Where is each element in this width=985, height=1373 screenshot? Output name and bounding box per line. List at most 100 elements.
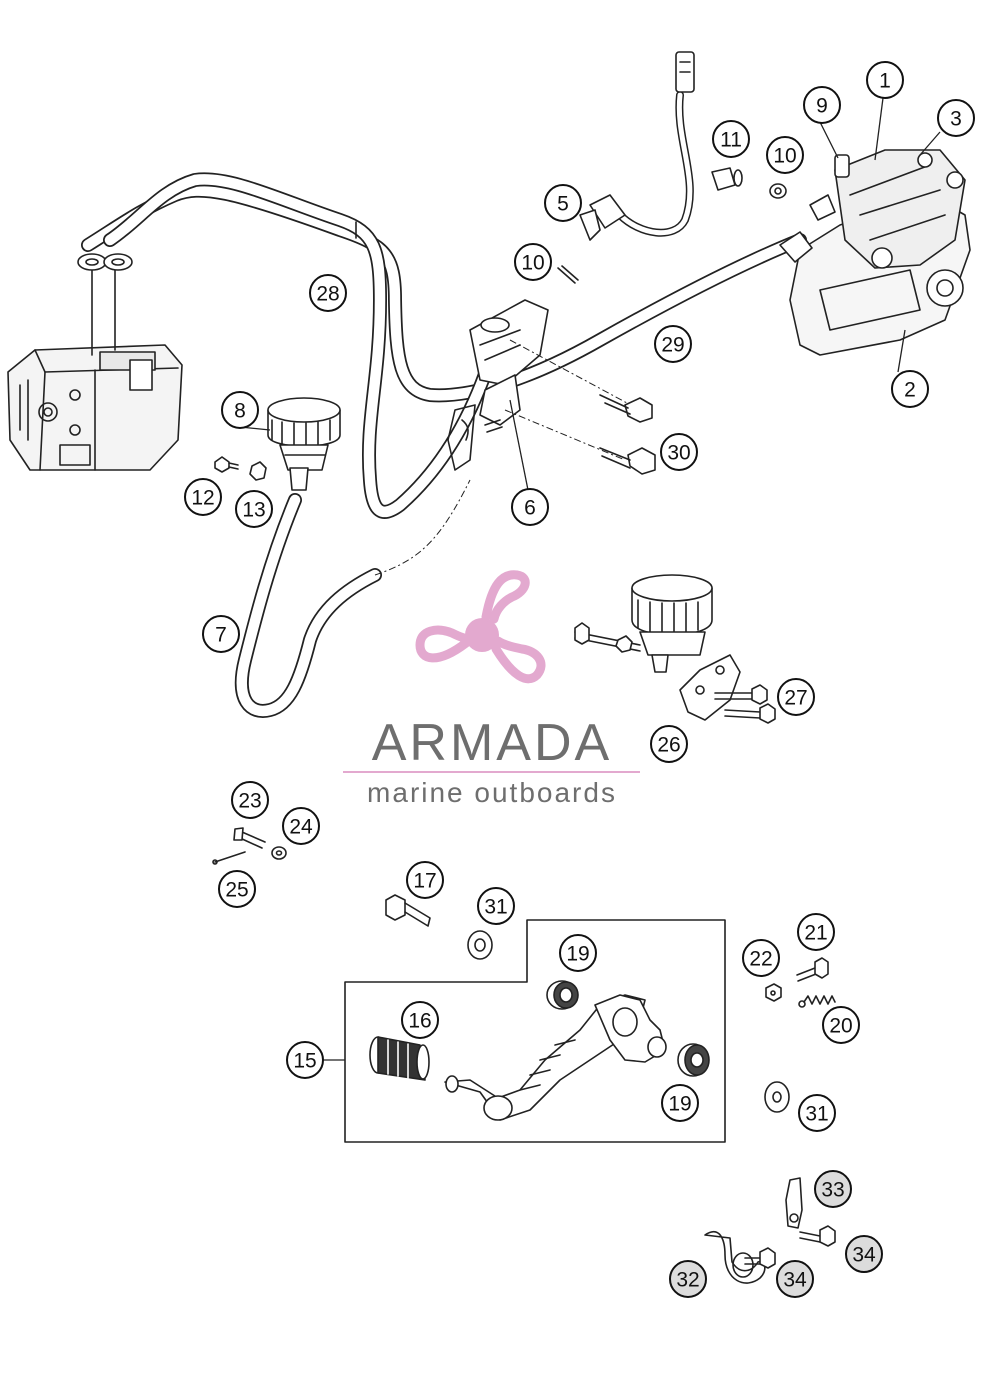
callout-29: 29 <box>654 325 692 363</box>
callout-33: 33 <box>814 1170 852 1208</box>
watermark-brand: ARMADA <box>372 714 612 772</box>
callout-26: 26 <box>650 725 688 763</box>
svg-text:23: 23 <box>238 790 261 813</box>
callout-25: 25 <box>218 870 256 908</box>
svg-text:31: 31 <box>484 896 507 919</box>
callout-10-mid: 10 <box>514 243 552 281</box>
rear-reservoir-bracket-26 <box>574 574 741 721</box>
svg-text:3: 3 <box>950 108 962 131</box>
reservoir-hose-7 <box>234 479 471 718</box>
bolts-27 <box>714 684 776 724</box>
svg-text:13: 13 <box>242 499 265 522</box>
washer-24 <box>271 846 287 860</box>
callout-5: 5 <box>544 184 582 222</box>
pedal-kit-box <box>344 919 726 1143</box>
svg-text:21: 21 <box>804 922 827 945</box>
callout-6: 6 <box>511 488 549 526</box>
svg-text:33: 33 <box>821 1179 844 1202</box>
callout-22: 22 <box>742 939 780 977</box>
svg-text:29: 29 <box>661 334 684 357</box>
nut-22 <box>765 983 782 1002</box>
svg-text:19: 19 <box>668 1093 691 1116</box>
callout-12: 12 <box>184 478 222 516</box>
callout-27: 27 <box>777 678 815 716</box>
svg-text:10: 10 <box>773 145 796 168</box>
svg-text:34: 34 <box>852 1244 876 1267</box>
svg-text:1: 1 <box>879 70 891 93</box>
bolt-34-left <box>744 1247 776 1269</box>
callout-34-right: 34 <box>845 1235 883 1273</box>
bolt-21 <box>796 957 829 982</box>
callout-2: 2 <box>891 370 929 408</box>
callout-9: 9 <box>803 86 841 124</box>
abs-hose-fittings <box>77 253 133 356</box>
pin-23 <box>233 827 266 849</box>
bolt-12 <box>214 456 239 473</box>
bleed-cap-11 <box>711 167 743 191</box>
clip-33 <box>785 1177 803 1229</box>
callout-31-upper: 31 <box>477 887 515 925</box>
brake-fluid-reservoir-8 <box>267 397 341 491</box>
svg-text:25: 25 <box>225 879 248 902</box>
svg-text:26: 26 <box>657 734 680 757</box>
callout-32: 32 <box>669 1260 707 1298</box>
svg-text:17: 17 <box>413 870 436 893</box>
brake-pedal <box>444 994 667 1121</box>
pin-10-mid <box>557 265 579 284</box>
callout-8: 8 <box>221 391 259 429</box>
svg-text:7: 7 <box>215 624 227 647</box>
bolt-30-upper <box>509 339 653 423</box>
svg-text:16: 16 <box>408 1010 431 1033</box>
brake-caliper-assembly <box>779 149 971 356</box>
svg-text:27: 27 <box>784 687 807 710</box>
svg-text:6: 6 <box>524 497 536 520</box>
callout-30: 30 <box>660 433 698 471</box>
svg-text:9: 9 <box>816 95 828 118</box>
armada-logo <box>415 570 546 684</box>
callout-1: 1 <box>866 61 904 99</box>
svg-text:31: 31 <box>805 1103 828 1126</box>
svg-text:30: 30 <box>667 442 690 465</box>
washer-31-lower <box>764 1081 790 1113</box>
bearing-19-lower <box>677 1043 710 1077</box>
svg-text:12: 12 <box>191 487 214 510</box>
watermark-tagline: marine outboards <box>367 777 617 808</box>
callout-28: 28 <box>309 274 347 312</box>
washer-10-top <box>769 183 787 199</box>
callout-17: 17 <box>406 861 444 899</box>
master-cylinder <box>447 299 549 471</box>
bolt-30-lower <box>504 409 656 475</box>
callout-24: 24 <box>282 807 320 845</box>
svg-text:34: 34 <box>783 1269 807 1292</box>
clamp-32 <box>704 1231 766 1284</box>
callout-7: 7 <box>202 615 240 653</box>
bolt-17 <box>385 894 431 927</box>
svg-text:28: 28 <box>316 283 339 306</box>
nut-13 <box>249 461 267 481</box>
svg-text:8: 8 <box>234 400 246 423</box>
abs-unit <box>7 344 183 471</box>
rubber-16 <box>369 1036 430 1081</box>
cotter-pin-25 <box>212 851 246 865</box>
callout-13: 13 <box>235 490 273 528</box>
callout-19-lower: 19 <box>661 1084 699 1122</box>
svg-text:20: 20 <box>829 1015 852 1038</box>
callout-3: 3 <box>937 99 975 137</box>
callout-34-left: 34 <box>776 1260 814 1298</box>
sensor-cable-5 <box>579 51 695 241</box>
spring-20 <box>798 995 836 1008</box>
bearing-19-upper <box>546 980 579 1010</box>
svg-text:22: 22 <box>749 948 772 971</box>
callout-21: 21 <box>797 913 835 951</box>
washer-31-upper <box>467 930 493 960</box>
svg-text:2: 2 <box>904 379 916 402</box>
callout-20: 20 <box>822 1006 860 1044</box>
callout-31-lower: 31 <box>798 1094 836 1132</box>
callout-16: 16 <box>401 1001 439 1039</box>
svg-text:10: 10 <box>521 252 544 275</box>
callout-10-top: 10 <box>766 136 804 174</box>
svg-text:19: 19 <box>566 943 589 966</box>
bolt-34-right <box>799 1225 836 1247</box>
svg-text:15: 15 <box>293 1050 316 1073</box>
svg-text:11: 11 <box>720 129 742 152</box>
